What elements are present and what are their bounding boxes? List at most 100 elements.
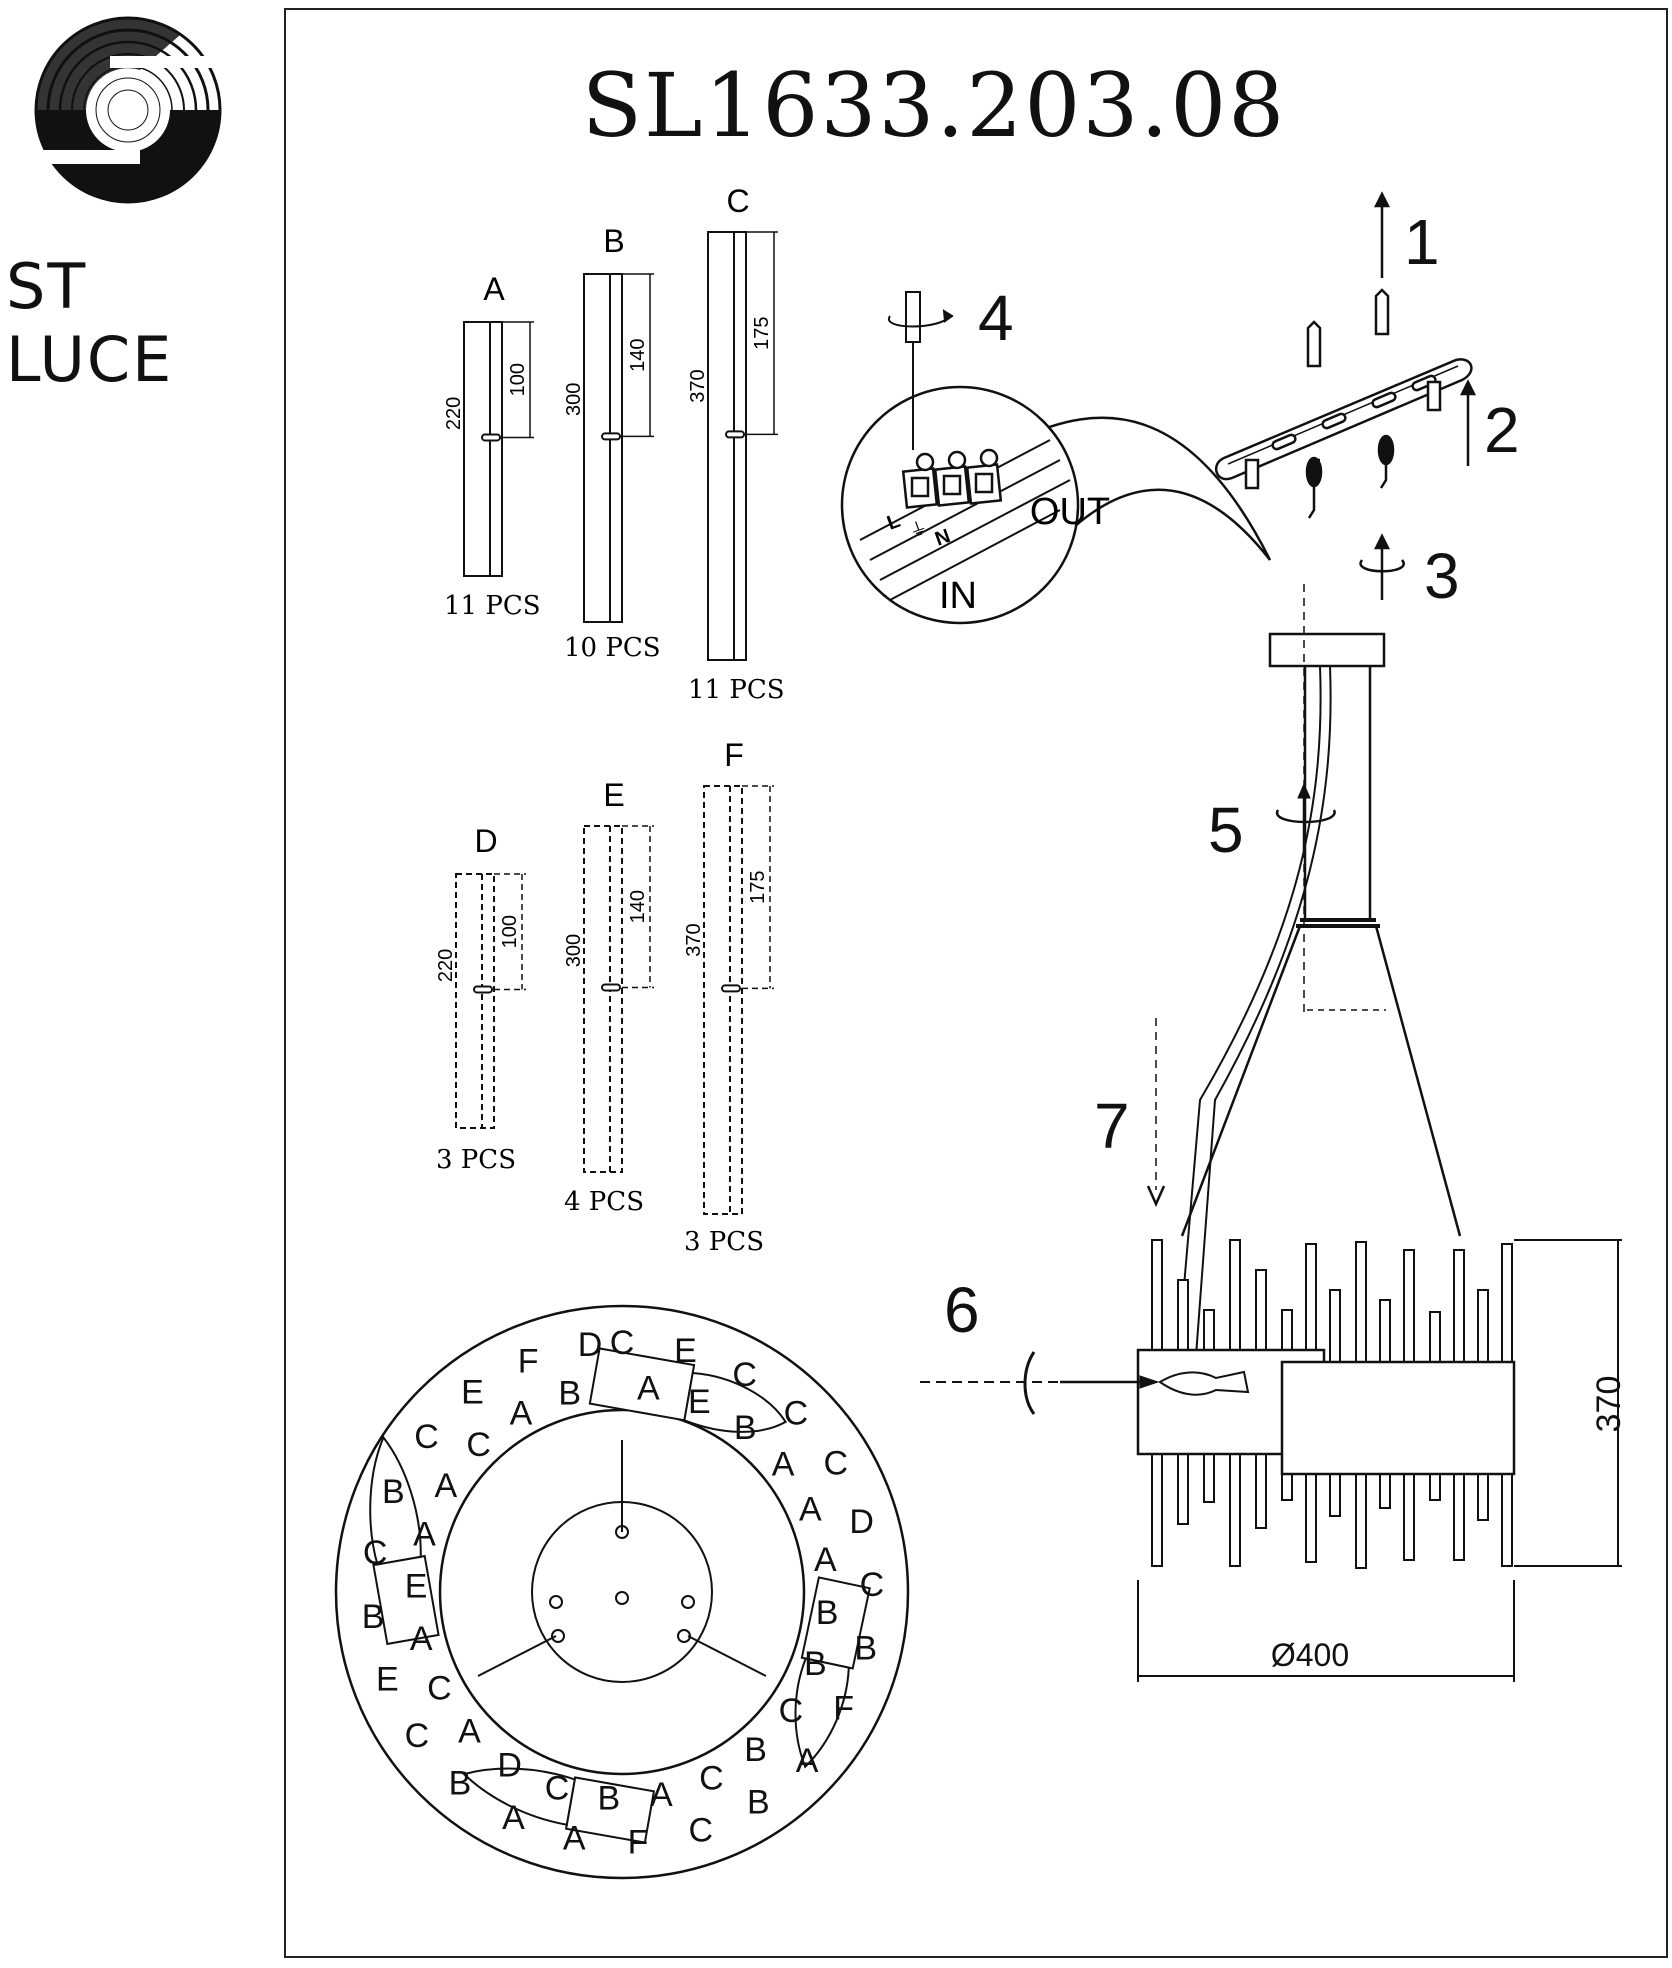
terminal-ground-label: ⏚ bbox=[907, 517, 931, 542]
step-1-label: 1 bbox=[1404, 206, 1440, 278]
part-mark-label: 140 bbox=[627, 339, 649, 372]
ring-label: B bbox=[362, 1598, 385, 1636]
wiring-in-label: IN bbox=[939, 575, 977, 617]
st-luce-logo bbox=[20, 16, 230, 204]
ring-label: A bbox=[796, 1742, 819, 1780]
ring-label: C bbox=[779, 1692, 804, 1730]
part-mark-label: 100 bbox=[499, 915, 521, 948]
part-letter: C bbox=[726, 183, 749, 219]
ring-label: A bbox=[413, 1515, 436, 1553]
ring-label: C bbox=[405, 1717, 430, 1755]
ring-label: C bbox=[610, 1324, 635, 1362]
part-qty-label: 4 PCS bbox=[564, 1187, 644, 1217]
ring-label: C bbox=[363, 1534, 388, 1572]
part-letter: A bbox=[483, 271, 505, 307]
ring-label: C bbox=[466, 1426, 491, 1464]
ring-label: C bbox=[699, 1760, 724, 1798]
ring-label: E bbox=[688, 1383, 711, 1421]
part-length-label: 370 bbox=[683, 923, 705, 956]
ring-label: A bbox=[799, 1491, 822, 1529]
part-length-label: 300 bbox=[563, 934, 585, 967]
wiring-out-label: OUT bbox=[1030, 491, 1110, 533]
ring-label: B bbox=[747, 1784, 770, 1822]
ring-label: E bbox=[376, 1660, 399, 1698]
ring-label: B bbox=[558, 1375, 581, 1413]
ring-label: B bbox=[744, 1731, 767, 1769]
step-2-label: 2 bbox=[1484, 394, 1520, 466]
diameter-dimension: Ø400 bbox=[1271, 1637, 1349, 1673]
part-qty-label: 11 PCS bbox=[444, 591, 541, 621]
ring-label: E bbox=[405, 1567, 428, 1605]
ring-label: C bbox=[427, 1669, 452, 1707]
ring-label: A bbox=[772, 1446, 795, 1484]
ring-label: A bbox=[650, 1776, 673, 1814]
part-letter: F bbox=[724, 737, 744, 773]
ring-label: A bbox=[637, 1370, 660, 1408]
ring-label: A bbox=[510, 1395, 533, 1433]
ring-label: B bbox=[382, 1473, 405, 1511]
mounting-bracket bbox=[1214, 191, 1477, 600]
step-3-label: 3 bbox=[1424, 540, 1460, 612]
ring-label: C bbox=[860, 1566, 885, 1604]
part-mark-label: 175 bbox=[751, 317, 773, 350]
terminal-n-label: N bbox=[932, 525, 953, 551]
part-d: D 220 100 3 PCS bbox=[435, 823, 526, 1175]
part-b: B 300 140 10 PCS bbox=[563, 223, 661, 663]
ring-label: F bbox=[628, 1823, 649, 1861]
part-mark-label: 100 bbox=[507, 363, 529, 396]
part-c: C 370 175 11 PCS bbox=[687, 183, 785, 705]
height-dimension: 370 bbox=[1590, 1376, 1628, 1433]
step-numbers: 1 2 3 4 5 6 7 bbox=[944, 206, 1520, 1346]
drawing-frame bbox=[284, 8, 1668, 1958]
ring-label: A bbox=[502, 1799, 525, 1837]
ring-label: B bbox=[854, 1630, 877, 1668]
ring-label: D bbox=[578, 1326, 603, 1364]
ring-label: B bbox=[804, 1645, 827, 1683]
ring-label: B bbox=[449, 1764, 472, 1802]
ring-label: A bbox=[563, 1819, 586, 1857]
ring-label: C bbox=[414, 1418, 439, 1456]
ring-label: F bbox=[833, 1690, 854, 1728]
part-length-label: 370 bbox=[687, 369, 709, 402]
ring-label: A bbox=[458, 1712, 481, 1750]
part-length-label: 220 bbox=[443, 397, 465, 430]
ring-label: A bbox=[434, 1467, 457, 1505]
part-letter: B bbox=[603, 223, 624, 259]
parts-list: A 220 100 11 PCS B 300 140 10 PCS C 370 175 11 PCS D… bbox=[435, 183, 785, 1257]
part-mark-label: 140 bbox=[627, 890, 649, 923]
ring-label: B bbox=[734, 1409, 757, 1447]
part-mark-label: 175 bbox=[747, 871, 769, 904]
ring-label: D bbox=[497, 1747, 522, 1785]
part-qty-label: 3 PCS bbox=[436, 1145, 516, 1175]
ring-label: A bbox=[410, 1620, 433, 1658]
ring-label: E bbox=[674, 1332, 697, 1370]
part-qty-label: 10 PCS bbox=[564, 633, 661, 663]
ring-label: C bbox=[688, 1811, 713, 1849]
part-length-label: 300 bbox=[563, 383, 585, 416]
model-number: SL1633.203.08 bbox=[581, 54, 1287, 157]
ring-label: C bbox=[784, 1394, 809, 1432]
ring-label: E bbox=[461, 1374, 484, 1412]
wiring-detail: OUT IN L ⏚ N bbox=[840, 291, 1272, 625]
ring-label: B bbox=[597, 1780, 620, 1818]
step-4-label: 4 bbox=[978, 282, 1014, 354]
step-5-label: 5 bbox=[1208, 794, 1244, 866]
part-qty-label: 11 PCS bbox=[688, 675, 785, 705]
step-6-label: 6 bbox=[944, 1274, 980, 1346]
part-length-label: 220 bbox=[435, 949, 457, 982]
part-qty-label: 3 PCS bbox=[684, 1227, 764, 1257]
part-a: A 220 100 11 PCS bbox=[443, 271, 541, 621]
ring-label: A bbox=[814, 1541, 837, 1579]
part-letter: D bbox=[474, 823, 497, 859]
ring-label: D bbox=[849, 1503, 874, 1541]
ring-label: C bbox=[824, 1444, 849, 1482]
ring-label: C bbox=[732, 1356, 757, 1394]
ring-label: B bbox=[816, 1594, 839, 1632]
part-letter: E bbox=[603, 777, 624, 813]
ring-label: C bbox=[545, 1770, 570, 1808]
step-7-label: 7 bbox=[1094, 1090, 1130, 1162]
brand-name: ST LUCE bbox=[6, 250, 174, 396]
ring-label: F bbox=[518, 1342, 539, 1380]
